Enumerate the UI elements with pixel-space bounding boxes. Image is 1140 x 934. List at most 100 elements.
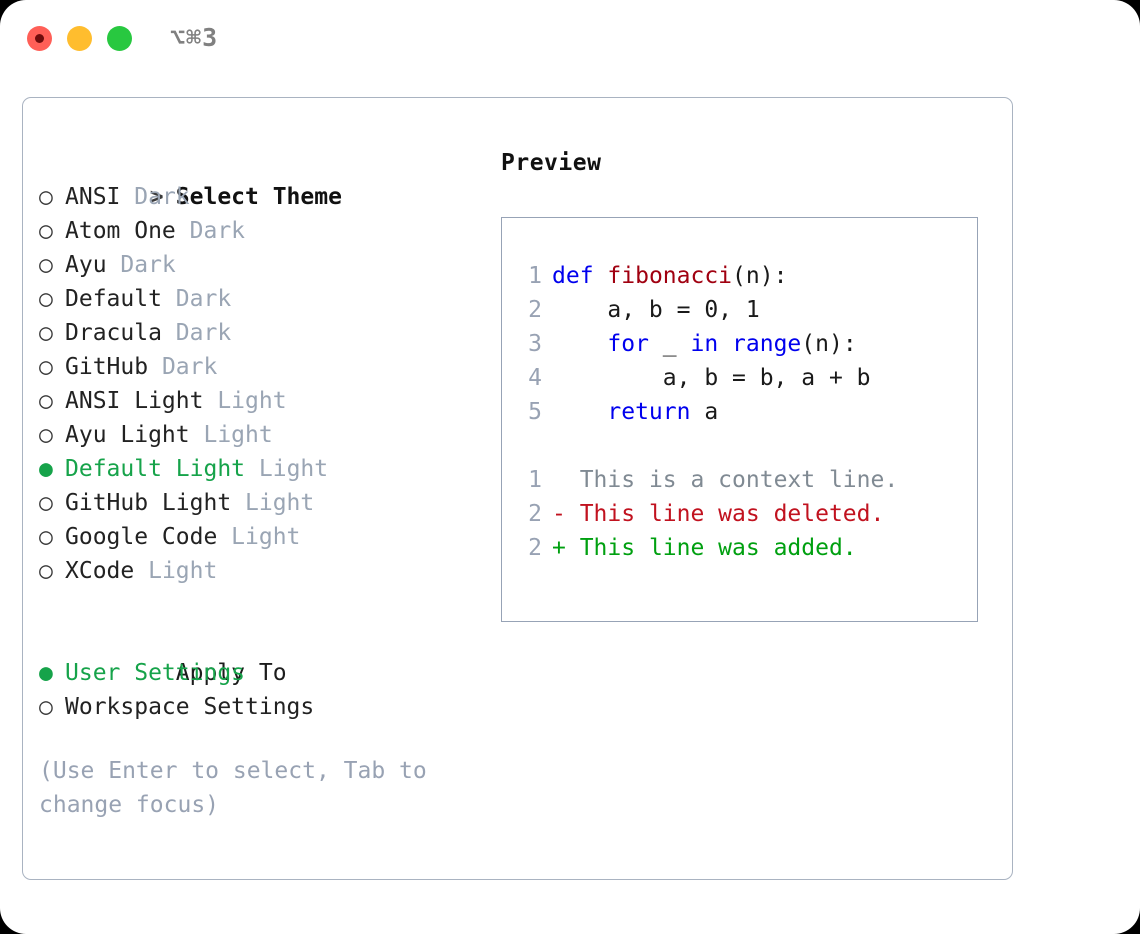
theme-name-label: GitHub xyxy=(65,354,162,380)
line-number: 1 xyxy=(528,263,542,289)
theme-variant-label: Light xyxy=(231,524,301,550)
theme-variant-label: Light xyxy=(217,388,287,414)
diff-marker xyxy=(552,467,580,493)
code-line: 2 a, b = 0, 1 xyxy=(516,293,971,327)
theme-list-item[interactable]: ● Default Light Light xyxy=(39,452,469,486)
diff-line: 2+ This line was added. xyxy=(516,531,971,565)
code-token xyxy=(552,331,607,357)
theme-name-label: XCode xyxy=(65,558,149,584)
theme-name-label: Default xyxy=(65,286,176,312)
theme-list-item[interactable]: ○ GitHub Dark xyxy=(39,350,469,384)
code-token: (n): xyxy=(732,263,788,289)
theme-variant-label: Dark xyxy=(134,184,190,210)
line-number: 3 xyxy=(528,331,542,357)
code-diff-separator xyxy=(516,429,971,463)
close-window-button[interactable] xyxy=(27,26,52,51)
prompt-caret-icon: > xyxy=(149,184,178,210)
theme-variant-label: Dark xyxy=(175,286,232,312)
theme-variant-label: Dark xyxy=(120,252,176,278)
radio-unselected-icon: ○ xyxy=(39,218,67,244)
theme-list-item[interactable]: ○ ANSI Dark xyxy=(39,180,469,214)
theme-list-item[interactable]: ○ Google Code Light xyxy=(39,520,469,554)
diff-text: This is a context line. xyxy=(579,467,899,493)
theme-name-label: GitHub Light xyxy=(65,490,246,516)
code-token: a, b = 0, 1 xyxy=(552,297,760,323)
radio-unselected-icon: ○ xyxy=(39,184,67,210)
theme-list-header: > Select Theme xyxy=(39,146,469,210)
line-number: 2 xyxy=(528,501,542,527)
code-token xyxy=(594,263,608,289)
diff-line: 2- This line was deleted. xyxy=(516,497,971,531)
theme-name-label: Google Code xyxy=(65,524,232,550)
radio-unselected-icon: ○ xyxy=(39,524,67,550)
theme-variant-label: Light xyxy=(258,456,329,482)
code-token: a, b = b, a + b xyxy=(552,365,871,391)
radio-selected-icon: ● xyxy=(39,456,67,482)
theme-list-item[interactable]: ○ Default Dark xyxy=(39,282,469,316)
apply-to-header-label: Apply To xyxy=(175,660,287,686)
theme-list-header-label: Select Theme xyxy=(175,184,342,210)
radio-unselected-icon: ○ xyxy=(39,558,67,584)
diff-text: This line was deleted. xyxy=(579,501,885,527)
theme-variant-label: Light xyxy=(203,422,273,448)
theme-name-label: Ayu xyxy=(65,252,121,278)
code-token: for xyxy=(607,331,649,357)
radio-unselected-icon: ○ xyxy=(39,422,67,448)
code-token xyxy=(552,399,607,425)
code-token: range xyxy=(732,331,802,357)
radio-unselected-icon: ○ xyxy=(39,490,67,516)
radio-unselected-icon: ○ xyxy=(39,388,67,414)
radio-unselected-icon: ○ xyxy=(39,286,67,312)
preview-title: Preview xyxy=(501,150,602,176)
code-token: def xyxy=(552,263,594,289)
code-line: 3 for _ in range(n): xyxy=(516,327,971,361)
help-text: (Use Enter to select, Tab to change focu… xyxy=(39,758,427,818)
theme-list-item[interactable]: ○ Dracula Dark xyxy=(39,316,469,350)
maximize-window-button[interactable] xyxy=(107,26,132,51)
theme-name-label: Default Light xyxy=(65,456,259,482)
radio-unselected-icon: ○ xyxy=(39,252,67,278)
code-line: 4 a, b = b, a + b xyxy=(516,361,971,395)
keyboard-shortcut-label: ⌥⌘3 xyxy=(170,23,219,52)
apply-to-header: Apply To xyxy=(39,622,469,686)
radio-unselected-icon: ○ xyxy=(39,694,67,720)
theme-name-label: ANSI xyxy=(65,184,135,210)
theme-variant-label: Dark xyxy=(175,320,232,346)
theme-name-label: ANSI Light xyxy=(65,388,218,414)
theme-name-label: Ayu Light xyxy=(65,422,204,448)
code-line: 5 return a xyxy=(516,395,971,429)
diff-marker: - xyxy=(552,501,580,527)
theme-variant-label: Dark xyxy=(161,354,218,380)
theme-variant-label: Light xyxy=(245,490,315,516)
code-line: 1 def fibonacci(n): xyxy=(516,259,971,293)
apply-to-item[interactable]: ● User Settings xyxy=(39,656,469,690)
line-number: 4 xyxy=(528,365,542,391)
theme-list: ○ ANSI Dark○ Atom One Dark○ Ayu Dark○ De… xyxy=(39,180,469,588)
theme-list-item[interactable]: ○ Ayu Light Light xyxy=(39,418,469,452)
code-token: (n): xyxy=(801,331,857,357)
theme-name-label: Atom One xyxy=(65,218,190,244)
theme-list-item[interactable]: ○ XCode Light xyxy=(39,554,469,588)
code-token: fibonacci xyxy=(607,263,733,289)
diff-text: This line was added. xyxy=(579,535,857,561)
title-bar: ⌥⌘3 xyxy=(0,0,1140,76)
diff-marker: + xyxy=(552,535,580,561)
minimize-window-button[interactable] xyxy=(67,26,92,51)
code-token: a xyxy=(690,399,719,425)
theme-list-item[interactable]: ○ Atom One Dark xyxy=(39,214,469,248)
pane-spacer xyxy=(39,588,469,622)
line-number: 5 xyxy=(528,399,542,425)
theme-list-item[interactable]: ○ GitHub Light Light xyxy=(39,486,469,520)
radio-selected-icon: ● xyxy=(39,660,67,686)
diff-line: 1 This is a context line. xyxy=(516,463,971,497)
apply-to-list: ● User Settings○ Workspace Settings xyxy=(39,656,469,724)
apply-to-item[interactable]: ○ Workspace Settings xyxy=(39,690,469,724)
code-token: _ xyxy=(648,331,691,357)
theme-variant-label: Light xyxy=(148,558,218,584)
code-token: in xyxy=(690,331,719,357)
theme-list-item[interactable]: ○ Ayu Dark xyxy=(39,248,469,282)
theme-list-item[interactable]: ○ ANSI Light Light xyxy=(39,384,469,418)
code-token: return xyxy=(607,399,691,425)
